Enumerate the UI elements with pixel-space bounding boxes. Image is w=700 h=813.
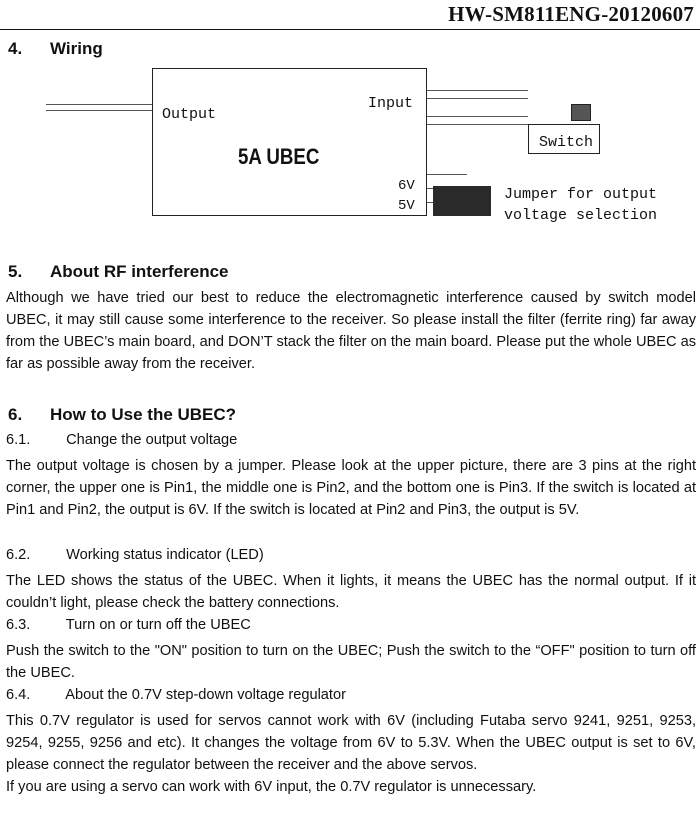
subsection-heading-6-2: 6.2. Working status indicator (LED) bbox=[6, 544, 264, 566]
output-label: Output bbox=[162, 106, 217, 123]
section-title: How to Use the UBEC? bbox=[50, 405, 237, 424]
subsection-heading-6-4: 6.4. About the 0.7V step-down voltage re… bbox=[6, 684, 346, 706]
switch-wire-1 bbox=[427, 116, 528, 117]
rf-paragraph: Although we have tried our best to reduc… bbox=[6, 290, 696, 372]
section-title: About RF interference bbox=[50, 262, 229, 281]
pin-wire-3 bbox=[427, 202, 433, 203]
input-label: Input bbox=[368, 95, 414, 112]
pin-wire-2 bbox=[427, 188, 433, 189]
jumper-label-line1: Jumper for output bbox=[504, 186, 658, 203]
switch-box bbox=[528, 124, 600, 154]
output-wire-bottom bbox=[46, 110, 152, 111]
subsection-number: 6.1. bbox=[6, 432, 31, 448]
section-number: 6. bbox=[8, 405, 23, 424]
header-rule bbox=[0, 29, 700, 30]
jumper-label-line2: voltage selection bbox=[504, 207, 658, 224]
paragraph-6-4: This 0.7V regulator is used for servos c… bbox=[6, 713, 696, 773]
subsection-title: About the 0.7V step-down voltage regulat… bbox=[65, 687, 346, 703]
section-heading-wiring: 4. Wiring bbox=[8, 39, 103, 59]
section-number: 5. bbox=[8, 262, 23, 281]
paragraph-6-2: The LED shows the status of the UBEC. Wh… bbox=[6, 573, 696, 611]
subsection-number: 6.3. bbox=[6, 617, 31, 633]
subsection-number: 6.2. bbox=[6, 547, 31, 563]
subsection-title: Turn on or turn off the UBEC bbox=[65, 617, 251, 633]
wiring-diagram: Output Input 5A UBEC Switch 6V 5V Jumper… bbox=[0, 60, 700, 230]
output-wire-top bbox=[46, 104, 152, 105]
switch-label: Switch bbox=[539, 134, 594, 151]
subsection-number: 6.4. bbox=[6, 687, 31, 703]
switch-knob-icon bbox=[571, 104, 591, 121]
document-code: HW-SM811ENG-20120607 bbox=[448, 2, 694, 26]
input-wire-2 bbox=[427, 98, 528, 99]
subsection-title: Change the output voltage bbox=[66, 432, 238, 448]
module-label: 5A UBEC bbox=[238, 144, 320, 169]
switch-wire-2 bbox=[427, 124, 528, 125]
input-wire-1 bbox=[427, 90, 528, 91]
subsection-title: Working status indicator (LED) bbox=[66, 547, 264, 563]
pin-6v-label: 6V bbox=[398, 178, 415, 194]
section-title: Wiring bbox=[50, 39, 103, 58]
subsection-heading-6-1: 6.1. Change the output voltage bbox=[6, 429, 237, 451]
ubec-module-box bbox=[152, 68, 427, 216]
jumper-icon bbox=[433, 186, 491, 216]
pin-wire-1 bbox=[427, 174, 467, 175]
paragraph-6-3: Push the switch to the "ON" position to … bbox=[6, 643, 696, 681]
section-heading-howto: 6. How to Use the UBEC? bbox=[8, 405, 236, 425]
section-heading-rf: 5. About RF interference bbox=[8, 262, 229, 282]
pin-5v-label: 5V bbox=[398, 198, 415, 214]
paragraph-6-1: The output voltage is chosen by a jumper… bbox=[6, 458, 696, 518]
subsection-heading-6-3: 6.3. Turn on or turn off the UBEC bbox=[6, 614, 251, 636]
paragraph-6-4-note: If you are using a servo can work with 6… bbox=[6, 779, 537, 795]
section-number: 4. bbox=[8, 39, 23, 58]
